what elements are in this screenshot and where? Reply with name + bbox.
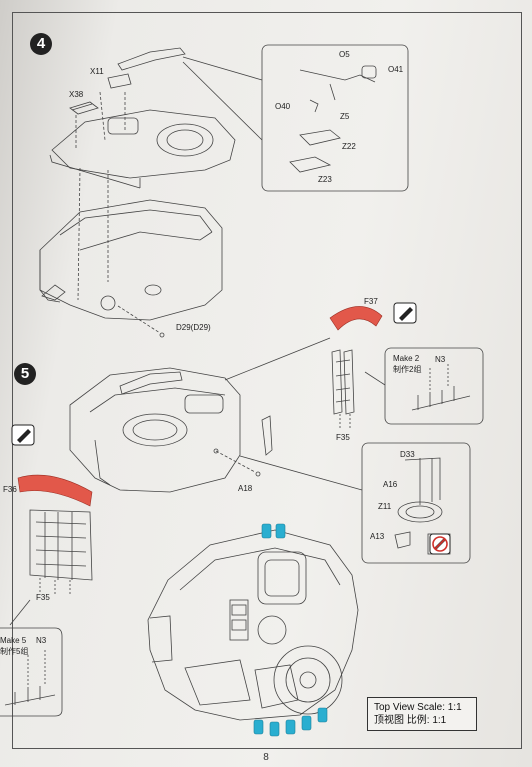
glue-icon [11, 424, 35, 446]
part-label-a16: A16 [383, 480, 398, 489]
scale-note: Top View Scale: 1:1 顶视图 比例: 1:1 [367, 697, 477, 731]
step-number-5: 5 [14, 363, 36, 385]
glue-icon [393, 302, 417, 324]
part-label-f35-left: F35 [36, 593, 50, 602]
make-5-label: Make 5 [0, 636, 27, 645]
part-label-f37: F37 [364, 297, 378, 306]
part-label-z23: Z23 [318, 175, 332, 184]
part-label-o41: O41 [388, 65, 404, 74]
page-frame [12, 12, 522, 749]
scale-note-cn: 顶视图 比例: 1:1 [374, 715, 447, 726]
make-2-label-cn: 制作2组 [393, 365, 422, 374]
make-5-label-cn: 制作5组 [0, 647, 29, 656]
page-number: 8 [263, 752, 269, 763]
part-label-a13: A13 [370, 532, 385, 541]
part-label-z11: Z11 [378, 502, 392, 511]
red-track-f36 [17, 474, 93, 507]
part-label-a18: A18 [238, 484, 253, 493]
part-label-o5: O5 [339, 50, 350, 59]
no-glue-icon [429, 533, 451, 555]
part-label-f36: F36 [3, 485, 17, 494]
detail-box-turret-parts [261, 44, 409, 192]
scale-note-en: Top View Scale: 1:1 [374, 702, 462, 713]
part-label-d29: D29(D29) [176, 323, 211, 332]
part-label-d33: D33 [400, 450, 415, 459]
part-label-x38: X38 [69, 90, 84, 99]
part-label-z5: Z5 [340, 112, 350, 121]
make-2-label: Make 2 [393, 354, 420, 363]
red-track-f37 [329, 306, 383, 331]
step-number-4: 4 [30, 33, 52, 55]
part-label-o40: O40 [275, 102, 291, 111]
part-label-f35-top: F35 [336, 433, 350, 442]
part-label-n3-left: N3 [36, 636, 47, 645]
part-label-x11: X11 [90, 67, 104, 76]
part-label-z22: Z22 [342, 142, 356, 151]
part-label-n3-top: N3 [435, 355, 446, 364]
